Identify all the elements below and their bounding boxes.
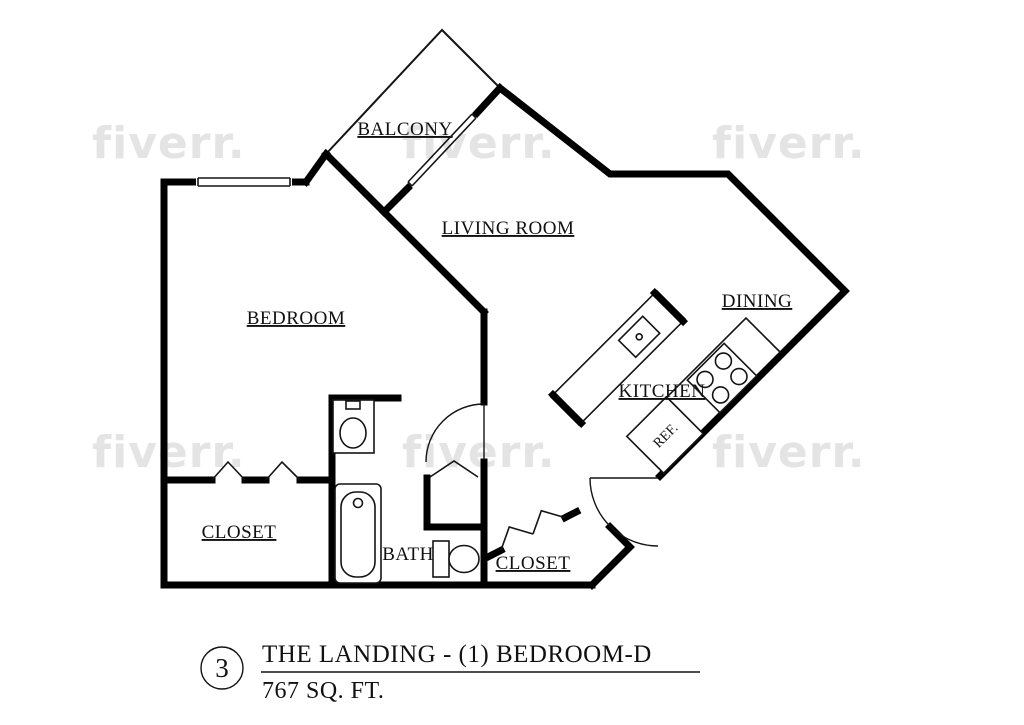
plan-number: 3 [215,653,229,683]
island-end-walls [547,287,689,429]
sink-drain [635,332,644,341]
plan-number-circle [200,646,244,690]
refrigerator: REF. [625,395,705,475]
room-label-balcony: BALCONY [357,119,452,140]
room-label-dining: DINING [722,291,793,312]
vanity-counter [332,399,375,454]
room-label-closet-entry: CLOSET [496,553,571,574]
stove [686,342,758,414]
entry-closet-stub-walls [484,507,582,561]
window-gap [196,175,292,189]
bedroom-door-swing [425,403,485,463]
kitchen-sink [617,315,661,359]
burner-icon [711,386,730,404]
plan-area: 767 SQ. FT. [262,678,384,704]
entry-closet-bifold-doors [500,509,566,551]
title-block: 3 THE LANDING - (1) BEDROOM-D 767 SQ. FT… [200,641,700,704]
watermark-layer: fiverr. fiverr. fiverr. fiverr. fiverr. … [92,118,866,478]
watermark-text: fiverr. [402,427,556,478]
kitchen-island [547,287,689,429]
watermark-text: fiverr. [712,118,866,169]
toilet-tank [432,540,450,578]
room-label-living-room: LIVING ROOM [442,218,575,239]
room-label-closet-left: CLOSET [202,522,277,543]
closet-left-bifold-doors [211,460,301,481]
burner-icon [714,352,733,370]
entry-door-swing [589,477,659,547]
exterior-walls [160,83,850,590]
watermark-text: fiverr. [92,118,246,169]
interior-walls [160,207,489,589]
sliding-door-glass-lines [407,113,477,187]
toilet [432,540,480,578]
entry-door-arc [589,477,659,547]
room-label-kitchen: KITCHEN [619,381,706,402]
burner-icon [696,370,714,389]
bedroom-door-arc [425,403,485,463]
balcony-sliding-door [407,113,477,187]
tub-inner [340,491,376,578]
sink-basin [339,417,367,449]
faucet-icon [345,400,361,410]
burner-icon [730,367,748,386]
plan-title: THE LANDING - (1) BEDROOM-D [262,641,652,668]
bedroom-window [196,175,292,189]
room-label-bedroom: BEDROOM [247,308,346,329]
stove-body [686,342,758,414]
balcony-railing [325,28,501,155]
toilet-bowl [448,544,480,574]
window-glass-lines [197,177,291,187]
watermark-text: fiverr. [712,427,866,478]
tub-drain [352,497,364,509]
bathroom-sink [332,399,375,454]
room-label-bath: BATH [382,544,434,565]
tub-outer [334,483,382,584]
refrigerator-body [625,395,705,475]
bathtub [334,483,382,584]
entry-closet-front [484,507,582,561]
watermark-text: fiverr. [92,427,246,478]
linen-closet-bifold-door [429,460,479,478]
